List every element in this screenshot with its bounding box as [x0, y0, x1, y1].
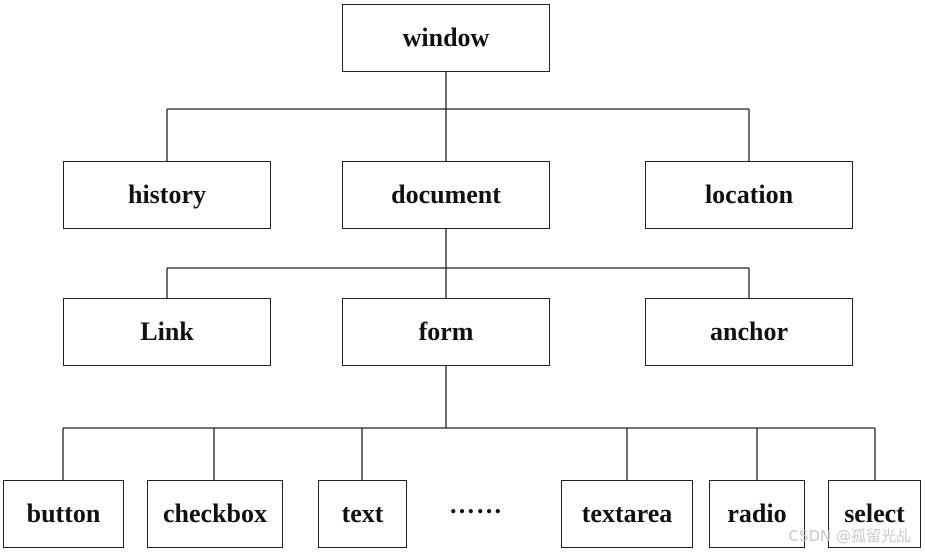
watermark-text: CSDN @孤留光乩	[788, 527, 911, 545]
node-anchor: anchor	[645, 298, 853, 366]
node-document: document	[342, 161, 550, 229]
node-textarea: textarea	[561, 480, 693, 548]
node-form: form	[342, 298, 550, 366]
ellipsis-more-items: ……	[449, 490, 503, 519]
node-location: location	[645, 161, 853, 229]
node-button: button	[3, 480, 124, 548]
node-select: select	[828, 480, 921, 548]
node-checkbox: checkbox	[147, 480, 283, 548]
node-radio: radio	[709, 480, 805, 548]
node-text: text	[318, 480, 407, 548]
node-link: Link	[63, 298, 271, 366]
node-history: history	[63, 161, 271, 229]
node-window: window	[342, 4, 550, 72]
